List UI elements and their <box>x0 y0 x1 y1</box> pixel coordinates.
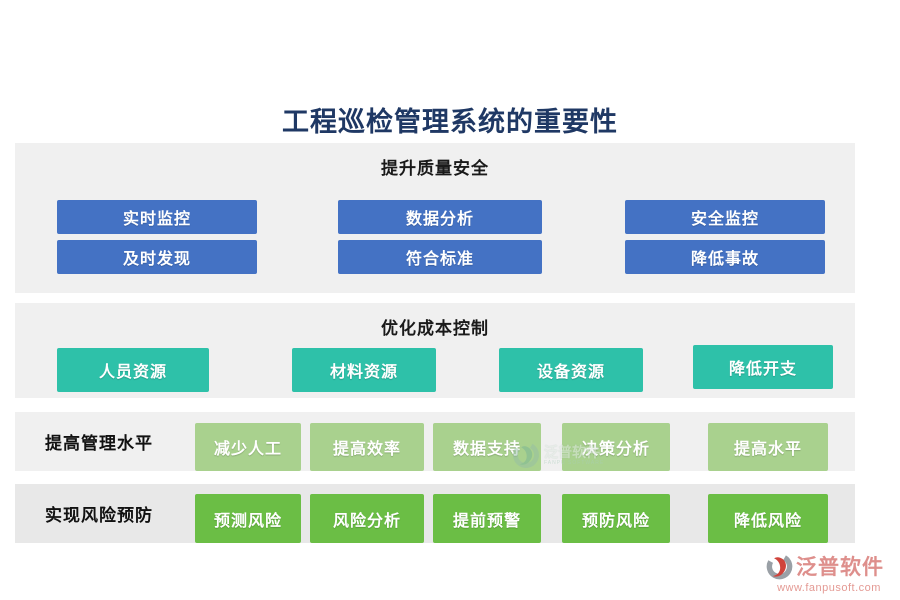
risk-item-risk-prediction[interactable]: 预测风险 <box>195 494 301 543</box>
footer-url[interactable]: www.fanpusoft.com <box>777 582 881 594</box>
management-item-efficiency-improvement[interactable]: 提高效率 <box>310 423 424 471</box>
section-cost-header: 优化成本控制 <box>381 319 489 338</box>
quality-item-accident-reduction[interactable]: 降低事故 <box>625 240 825 274</box>
risk-item-early-warning[interactable]: 提前预警 <box>433 494 541 543</box>
footer-brand: 泛普软件 <box>796 556 884 579</box>
quality-item-standards-compliance[interactable]: 符合标准 <box>338 240 542 274</box>
section-risk-panel: 实现风险预防 预测风险 风险分析 提前预警 预防风险 降低风险 <box>15 484 855 543</box>
management-label: 提高管理水平 <box>45 434 153 453</box>
risk-item-risk-prevention[interactable]: 预防风险 <box>562 494 670 543</box>
cost-item-equipment-resources[interactable]: 设备资源 <box>499 348 643 392</box>
risk-item-risk-analysis[interactable]: 风险分析 <box>310 494 424 543</box>
cost-item-material-resources[interactable]: 材料资源 <box>292 348 436 392</box>
section-quality-header: 提升质量安全 <box>381 159 489 178</box>
fanpu-logo-icon <box>766 553 793 579</box>
risk-item-risk-reduction[interactable]: 降低风险 <box>708 494 828 543</box>
management-item-labor-reduction[interactable]: 减少人工 <box>195 423 301 471</box>
page-title: 工程巡检管理系统的重要性 <box>282 107 618 137</box>
section-cost-panel: 优化成本控制 人员资源 材料资源 设备资源 降低开支 <box>15 303 855 398</box>
management-item-level-improvement[interactable]: 提高水平 <box>708 423 828 471</box>
quality-item-timely-detection[interactable]: 及时发现 <box>57 240 257 274</box>
management-item-data-support[interactable]: 数据支持 <box>433 423 541 471</box>
section-quality-panel: 提升质量安全 实时监控 数据分析 安全监控 及时发现 符合标准 降低事故 <box>15 143 855 293</box>
risk-label: 实现风险预防 <box>45 506 153 525</box>
cost-item-personnel-resources[interactable]: 人员资源 <box>57 348 209 392</box>
management-item-decision-analysis[interactable]: 决策分析 <box>562 423 670 471</box>
quality-item-data-analysis[interactable]: 数据分析 <box>338 200 542 234</box>
quality-item-safety-monitoring[interactable]: 安全监控 <box>625 200 825 234</box>
quality-item-realtime-monitoring[interactable]: 实时监控 <box>57 200 257 234</box>
section-management-panel: 提高管理水平 减少人工 提高效率 数据支持 决策分析 提高水平 <box>15 412 855 471</box>
fanpu-footer-logo: 泛普软件 www.fanpusoft.com <box>766 551 892 594</box>
cost-item-expense-reduction[interactable]: 降低开支 <box>693 345 833 389</box>
